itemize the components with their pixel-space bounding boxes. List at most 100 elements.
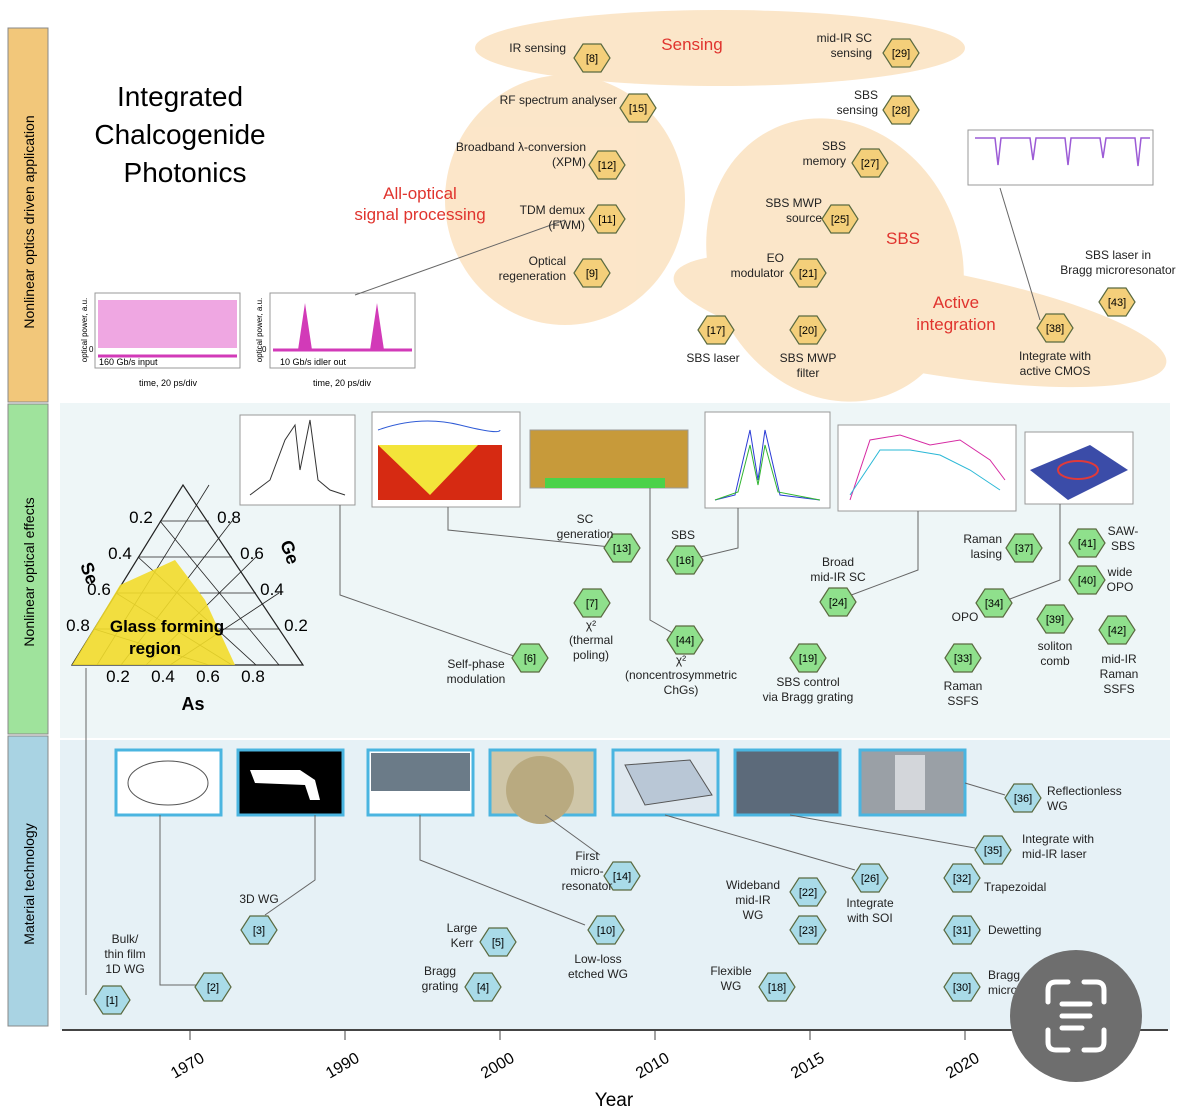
active-label-2: integration	[916, 315, 995, 334]
ref-label: SBS	[822, 139, 846, 153]
ref-label: Kerr	[451, 936, 474, 950]
ref-label: Reflectionless	[1047, 784, 1122, 798]
active-region	[673, 252, 1167, 388]
material-connectors	[159, 782, 1006, 986]
ref-label: mid-IR laser	[1022, 847, 1087, 861]
ref-node-n23: [23]	[789, 915, 827, 945]
ref-hexagon	[943, 915, 981, 945]
aosp-label-1: All-optical	[383, 184, 457, 203]
ref-label: micro-	[570, 864, 603, 878]
sbs-label: SBS	[886, 229, 920, 248]
ref-label: WG	[743, 908, 764, 922]
ref-label: Bragg	[988, 968, 1020, 982]
lens-button[interactable]	[1010, 950, 1142, 1082]
ref-number: [42]	[1108, 625, 1126, 637]
svg-text:0.6: 0.6	[240, 544, 264, 563]
ref-label: source	[786, 211, 822, 225]
ref-label: lasing	[971, 547, 1002, 561]
ref-hexagon	[851, 148, 889, 178]
ref-node-n1: [1]	[93, 985, 131, 1015]
ref-number: [16]	[676, 555, 694, 567]
ref-label: Broad	[822, 555, 854, 569]
ref-number: [38]	[1046, 323, 1064, 335]
svg-text:optical power, a.u.: optical power, a.u.	[80, 298, 89, 362]
ref-number: [37]	[1015, 543, 1033, 555]
year-axis: 1970 1990 2000 2010 2015 2020 Year	[62, 1029, 1168, 1111]
ref-label: modulation	[447, 672, 506, 686]
ref-hexagon	[789, 877, 827, 907]
band-nonlinear-label: Nonlinear optical effects	[21, 497, 37, 646]
ref-number: [14]	[613, 871, 631, 883]
ref-label: Optical	[529, 254, 566, 268]
ref-hexagon	[1036, 313, 1074, 343]
band-material-label: Material technology	[21, 823, 37, 944]
ref-label: mid-IR	[1101, 652, 1137, 666]
ref-number: [22]	[799, 887, 817, 899]
svg-text:2015: 2015	[788, 1050, 827, 1083]
ref-hexagon	[587, 915, 625, 945]
ref-label: 3D WG	[239, 892, 278, 906]
ref-hexagon	[619, 93, 657, 123]
svg-text:As: As	[181, 694, 204, 714]
ref-hexagon	[464, 972, 502, 1002]
ref-label: with SOI	[846, 911, 892, 925]
ref-number: [35]	[984, 845, 1002, 857]
inset-connector	[354, 219, 566, 296]
spectrum-connector	[999, 187, 1041, 321]
aosp-region	[445, 75, 685, 325]
svg-text:160 Gb/s input: 160 Gb/s input	[99, 357, 158, 367]
ref-label: sensing	[837, 103, 878, 117]
material-image-strip	[114, 748, 967, 824]
ref-hexagon	[573, 588, 611, 618]
ref-hexagon	[882, 38, 920, 68]
ref-label: sensing	[831, 46, 872, 60]
ref-hexagon	[573, 258, 611, 288]
svg-text:2000: 2000	[478, 1050, 517, 1083]
ref-node-n16: [16]SBS	[666, 528, 704, 575]
ref-label: (thermal	[569, 633, 613, 647]
ref-number: [33]	[954, 653, 972, 665]
ref-node-n32: [32]Trapezoidal	[943, 863, 1046, 894]
ref-node-n31: [31]Dewetting	[943, 915, 1041, 945]
scan-text-icon	[1045, 979, 1107, 1053]
ref-number: [39]	[1046, 614, 1064, 626]
ref-hexagon	[666, 545, 704, 575]
ref-number: [13]	[613, 543, 631, 555]
ref-hexagon	[194, 972, 232, 1002]
svg-text:time, 20 ps/div: time, 20 ps/div	[139, 378, 198, 388]
ref-number: [23]	[799, 925, 817, 937]
ref-label: WG	[1047, 799, 1068, 813]
ref-hexagon	[1098, 615, 1136, 645]
ref-hexagon	[697, 315, 735, 345]
ref-hexagon	[758, 972, 796, 1002]
ref-number: [11]	[598, 214, 616, 226]
ref-hexagon	[588, 204, 626, 234]
ref-number: [20]	[799, 325, 817, 337]
ref-label: (XPM)	[552, 155, 586, 169]
ref-number: [32]	[953, 873, 971, 885]
ref-number: [10]	[597, 925, 615, 937]
svg-text:0: 0	[89, 345, 94, 354]
ref-number: [7]	[586, 598, 598, 610]
svg-text:0.2: 0.2	[284, 616, 308, 635]
ternary-diagram: Glass forming region Se Ge As 0.2 0.4 0.…	[66, 483, 308, 714]
ref-label: Bulk/	[112, 932, 139, 946]
svg-text:0.4: 0.4	[260, 580, 284, 599]
ref-hexagon	[944, 643, 982, 673]
ref-label: grating	[422, 979, 459, 993]
input-trace-inset: 160 Gb/s input time, 20 ps/div optical p…	[80, 292, 241, 388]
svg-text:time, 20 ps/div: time, 20 ps/div	[313, 378, 372, 388]
sbs-spectrum-figure	[704, 411, 831, 509]
